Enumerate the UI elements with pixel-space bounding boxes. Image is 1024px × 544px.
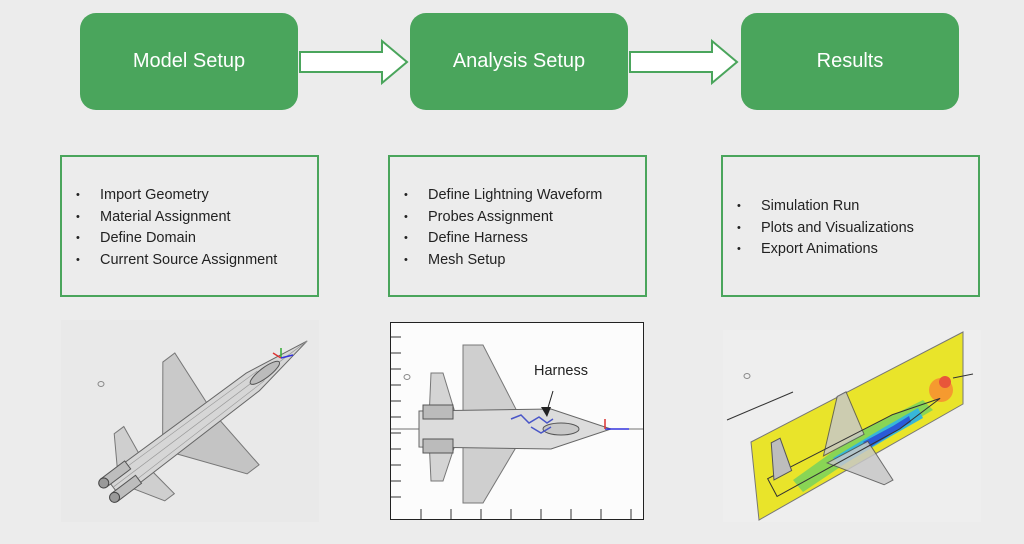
list-item: •Plots and Visualizations [737,219,914,236]
panel-analysis-setup: •Define Lightning Waveform •Probes Assig… [388,155,647,297]
bullet-list: •Import Geometry •Material Assignment •D… [76,185,277,271]
step-label: Analysis Setup [452,50,586,72]
flow-arrow-icon [299,38,409,86]
list-item: •Mesh Setup [404,251,506,268]
list-item: •Define Harness [404,230,528,246]
aircraft-model-image [61,320,319,522]
step-model-setup: Model Setup [80,13,298,110]
field-plot-icon [726,331,974,521]
harness-view-image: Harness [390,322,644,520]
list-item: •Import Geometry [76,187,209,203]
list-item: •Export Animations [737,241,878,257]
step-results: Results [741,13,959,110]
list-item: •Define Lightning Waveform [404,187,603,203]
step-analysis-setup: Analysis Setup [410,13,628,110]
list-item: •Define Domain [76,230,196,246]
list-item: •Current Source Assignment [76,251,278,268]
list-item: •Probes Assignment [404,208,553,225]
harness-label: Harness [534,363,588,379]
step-label: Results [816,50,884,72]
bullet-list: •Define Lightning Waveform •Probes Assig… [404,185,602,271]
panel-results: •Simulation Run •Plots and Visualization… [721,155,980,297]
list-item: •Material Assignment [76,208,231,225]
flow-arrow-icon [629,38,739,86]
panel-model-setup: •Import Geometry •Material Assignment •D… [60,155,319,297]
aircraft-topview-icon [391,336,643,519]
results-field-plot-image [723,330,981,522]
bullet-list: •Simulation Run •Plots and Visualization… [737,196,914,261]
step-label: Model Setup [132,50,246,72]
aircraft-icon [97,340,308,503]
list-item: •Simulation Run [737,198,860,214]
